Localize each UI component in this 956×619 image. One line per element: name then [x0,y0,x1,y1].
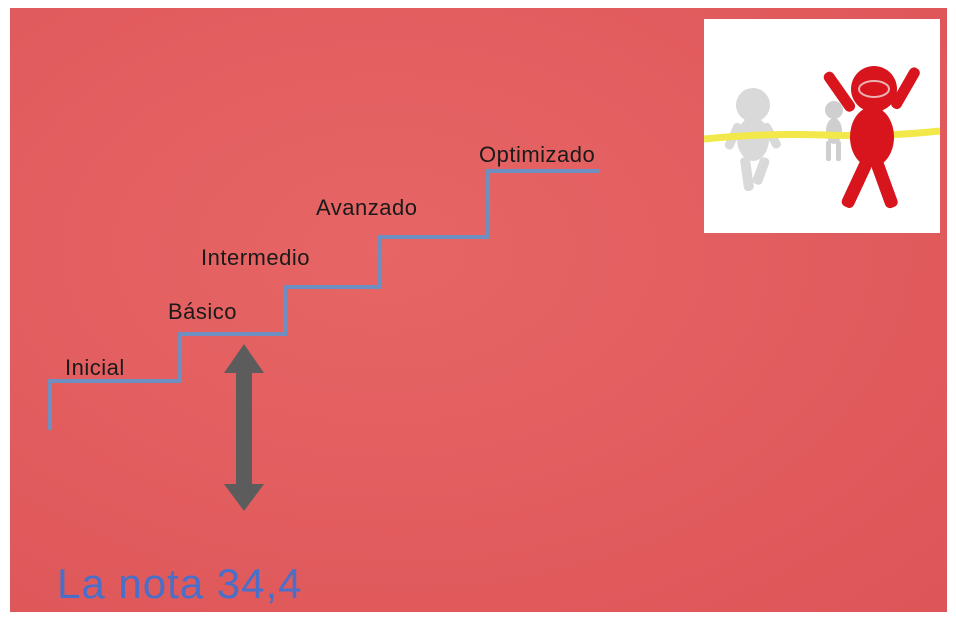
slide: Inicial Básico Intermedio Avanzado Optim… [10,8,947,612]
double-arrow [224,344,264,511]
finish-line-runners-image [704,19,940,233]
red-winner-runner-icon [823,66,920,209]
background-runner-icon [825,101,843,161]
level-label-avanzado: Avanzado [316,195,418,220]
level-label-inicial: Inicial [65,355,125,380]
white-runner-icon [724,88,781,192]
level-label-basico: Básico [168,299,238,324]
runners-illustration [704,19,940,233]
finish-tape [704,127,940,143]
grade-note: La nota 34,4 [57,560,303,607]
level-label-intermedio: Intermedio [201,245,310,270]
staircase-diagram [48,169,600,511]
level-label-optimizado: Optimizado [479,142,596,167]
staircase-line [48,169,600,430]
